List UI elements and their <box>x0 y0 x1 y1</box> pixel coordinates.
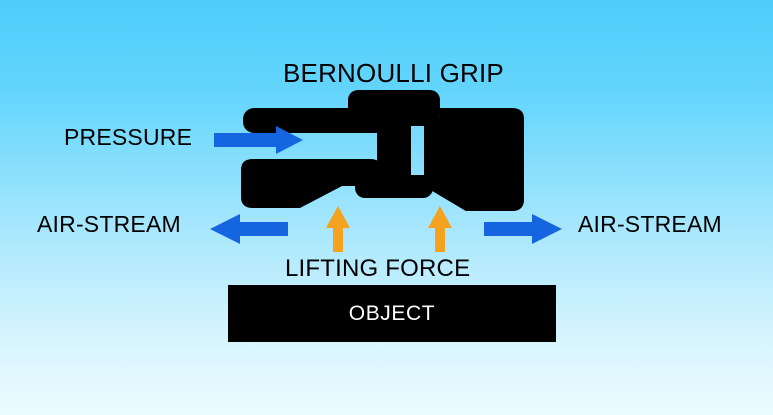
airstream-left-label: AIR-STREAM <box>37 211 181 237</box>
lifting-force-label: LIFTING FORCE <box>285 255 471 282</box>
gripper-body-group <box>241 90 524 211</box>
airstream-right-label: AIR-STREAM <box>578 211 722 237</box>
lifting-force-arrow-right <box>428 206 452 252</box>
upper-left-flange <box>243 108 388 133</box>
right-body-mass <box>424 118 524 211</box>
lifting-force-arrow-left <box>326 206 350 252</box>
airstream-left-arrow <box>210 214 288 244</box>
airstream-right-arrow <box>484 214 562 244</box>
object-label: OBJECT <box>348 301 436 325</box>
lower-left-body <box>241 159 382 208</box>
pressure-label: PRESSURE <box>64 124 193 150</box>
object-plate <box>228 285 556 342</box>
page-title: BERNOULLI GRIP <box>283 58 504 88</box>
pressure-arrow <box>214 126 303 154</box>
